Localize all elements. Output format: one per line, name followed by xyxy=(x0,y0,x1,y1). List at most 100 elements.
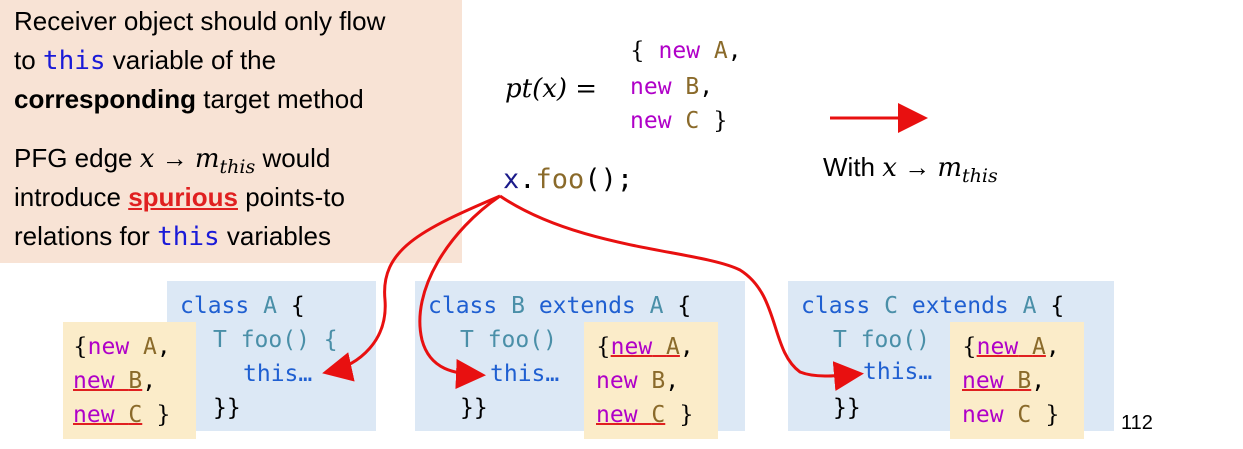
open-brace: { xyxy=(677,293,692,319)
class-b-line2: T foo() xyxy=(460,323,557,357)
with-m: m xyxy=(937,153,963,183)
new-kw: new xyxy=(630,108,672,134)
receiver-var: x xyxy=(503,164,520,195)
arrow-to-class-c xyxy=(499,194,864,392)
open-brace: { xyxy=(73,334,88,360)
class-b-pts-box xyxy=(584,322,718,439)
with-arrow: → xyxy=(896,152,938,182)
extends-keyword: extends xyxy=(538,293,636,319)
note-line-5-text: introduce xyxy=(14,182,129,212)
new-kw: new xyxy=(630,74,672,100)
close-brace: } xyxy=(679,402,694,428)
new-kw: new xyxy=(73,368,115,394)
new-kw: new xyxy=(596,368,638,394)
method-sig: T foo() xyxy=(460,327,557,353)
note-line-6-text: relations for xyxy=(14,221,158,251)
arrow-to-class-a xyxy=(322,194,501,382)
note-line-2-text: to xyxy=(14,45,43,75)
pt-label: pt(x) = xyxy=(505,74,598,104)
class-a-line1: class A { xyxy=(180,289,305,323)
class-c-line2: T foo() xyxy=(833,323,930,357)
class-c-pt-2: new B, xyxy=(962,364,1045,398)
class-b: B xyxy=(685,74,700,100)
spurious-b: new B xyxy=(73,368,142,394)
note-line-4: PFG edge x → mthis would xyxy=(14,143,330,182)
subscript-this: this xyxy=(219,156,256,179)
class-c: C xyxy=(685,108,700,134)
class-b-pt-1: {new A, xyxy=(596,330,694,364)
new-kw: new xyxy=(962,402,1004,428)
class-a-pt-2: new B, xyxy=(73,364,156,398)
comma: , xyxy=(727,38,742,64)
class-c-pt-1: {new A, xyxy=(962,330,1060,364)
arrow-to-class-b xyxy=(418,194,501,390)
class-keyword: class xyxy=(801,293,871,319)
this-keyword-2: this xyxy=(157,222,220,252)
var-x: x xyxy=(139,144,155,174)
corresponding-bold: corresponding xyxy=(14,84,197,114)
call-dot: . xyxy=(519,164,536,195)
slide-number: 112 xyxy=(1121,412,1153,434)
class-c-name: C xyxy=(884,293,898,319)
class-a: A xyxy=(713,38,728,64)
note-line-6-rest: variables xyxy=(219,221,331,251)
pt-entry-c: new C } xyxy=(630,108,728,134)
spurious-c: new C xyxy=(596,402,665,428)
open-brace: { xyxy=(596,334,611,360)
note-line-5: introduce spurious points-to xyxy=(14,182,345,212)
comma: , xyxy=(1045,334,1060,360)
new-kw: new xyxy=(610,334,653,360)
class-a-pts-box xyxy=(63,322,196,439)
comma: , xyxy=(1031,368,1046,394)
super-name: A xyxy=(1022,293,1037,319)
class-c: C xyxy=(651,402,666,428)
note-line-3-rest: target method xyxy=(196,84,364,114)
new-kw: new xyxy=(962,368,1004,394)
spurious-a: new A xyxy=(611,334,680,360)
note-line-4-rest: would xyxy=(255,143,331,173)
open-brace: { xyxy=(290,293,305,319)
note-line-2: to this variable of the xyxy=(14,45,276,76)
new-kw: new xyxy=(73,402,115,428)
class-c-pt-3: new C } xyxy=(962,398,1060,432)
note-line-4-text: PFG edge xyxy=(14,143,140,173)
comma: , xyxy=(156,334,171,360)
explanation-panel: Receiver object should only flow to this… xyxy=(0,0,462,263)
with-x: x xyxy=(882,153,897,183)
with-sub: this xyxy=(962,165,998,188)
class-c: C xyxy=(128,402,143,428)
class-b-close: }} xyxy=(460,395,488,421)
arrow-symbol: → xyxy=(154,143,195,173)
comma: , xyxy=(142,368,157,394)
note-line-5-rest: points-to xyxy=(237,182,345,212)
class-c: C xyxy=(1017,402,1032,428)
note-line-3: corresponding target method xyxy=(14,84,364,114)
close-brace: } xyxy=(1045,402,1060,428)
pt-open-brace: { xyxy=(630,38,645,64)
method-name: foo xyxy=(535,164,585,195)
class-a-pt-1: {new A, xyxy=(73,330,171,364)
class-a-pt-3: new C } xyxy=(73,398,171,432)
pt-entry-b: new B, xyxy=(630,74,713,100)
spurious-highlight: spurious xyxy=(128,182,238,212)
note-line-1: Receiver object should only flow xyxy=(14,6,386,36)
call-parens: (); xyxy=(584,164,634,195)
class-b-name: B xyxy=(511,293,525,319)
class-b-pt-3: new C } xyxy=(596,398,694,432)
new-kw: new xyxy=(596,402,638,428)
call-site: x.foo(); xyxy=(503,164,633,195)
comma: , xyxy=(665,368,680,394)
note-line-2-rest: variable of the xyxy=(105,45,277,75)
var-m: m xyxy=(194,144,220,174)
method-sig: T foo() xyxy=(833,327,930,353)
comma: , xyxy=(679,334,694,360)
class-keyword: class xyxy=(180,293,250,319)
comma: , xyxy=(699,74,714,100)
spurious-b: new B xyxy=(962,368,1031,394)
class-c-pts-box xyxy=(950,322,1084,439)
with-text: With xyxy=(823,152,883,182)
open-brace: { xyxy=(1050,293,1065,319)
class-a-name: A xyxy=(263,293,277,319)
class-a: A xyxy=(143,334,157,360)
with-label: With x → mthis xyxy=(823,152,998,187)
